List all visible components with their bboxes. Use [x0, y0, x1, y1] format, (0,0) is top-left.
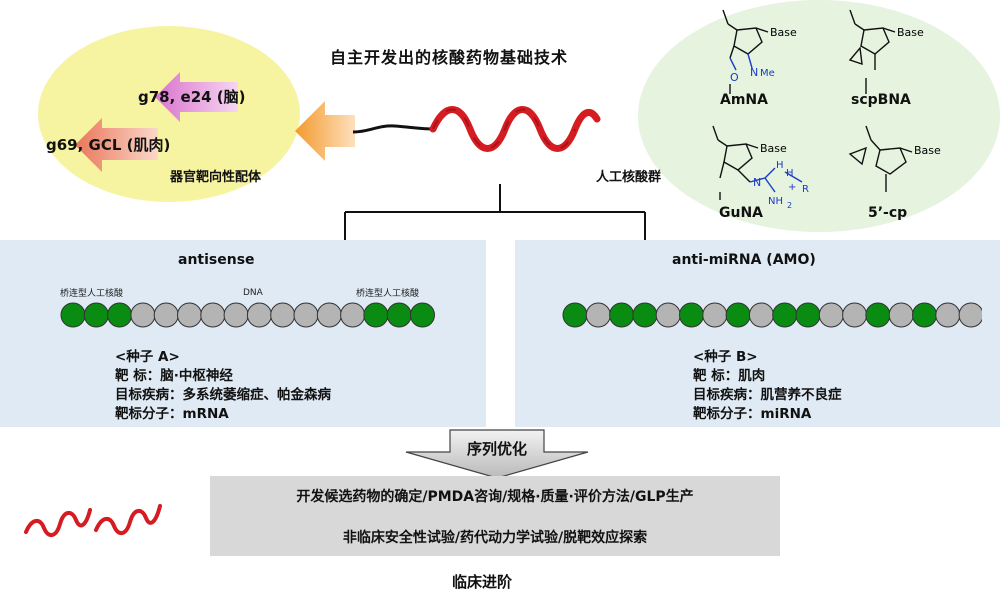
amna-oxygen: O	[730, 71, 739, 84]
five-cp-structure	[848, 125, 913, 192]
guna-r-group: R	[802, 184, 809, 195]
antisense-bridged-bead	[363, 302, 389, 328]
orange-ligand-arrow	[295, 101, 355, 161]
amo-dna-bead	[585, 302, 611, 328]
antisense-dna-bead	[316, 302, 342, 328]
dna-label: DNA	[243, 288, 263, 298]
small-helix-1	[24, 508, 92, 537]
antisense-bridged-bead	[107, 302, 133, 328]
antisense-dna-bead	[200, 302, 226, 328]
small-helix-2	[94, 504, 162, 535]
amo-bridged-bead	[679, 302, 704, 328]
five-cp-name: 5’-cp	[868, 205, 908, 221]
bridged-label-left: 桥连型人工核酸	[60, 289, 124, 299]
anti-mirna-bead-chain	[562, 302, 982, 328]
amo-dna-bead	[655, 302, 681, 328]
amo-dna-bead	[702, 302, 728, 328]
amo-bridged-bead	[772, 302, 798, 328]
amo-bridged-bead	[725, 302, 751, 328]
anti-mirna-title: anti-miRNA (AMO)	[672, 252, 816, 268]
optimization-label: 序列优化	[466, 440, 527, 458]
amna-base-label: Base	[770, 26, 797, 39]
antisense-panel	[0, 240, 486, 427]
guna-nh2-subscript: 2	[787, 201, 792, 210]
amo-bridged-bead	[609, 302, 635, 328]
antisense-title: antisense	[178, 252, 255, 268]
seed-b-molecule: 靶标分子：miRNA	[693, 406, 812, 422]
main-title: 自主开发出的核酸药物基础技术	[330, 48, 569, 67]
optimization-arrow	[405, 429, 589, 479]
antisense-bridged-bead	[83, 302, 109, 328]
ligand-ellipse	[38, 26, 300, 202]
guna-structure	[712, 125, 803, 200]
amo-dna-bead	[818, 302, 844, 328]
clinical-label: 临床进阶	[452, 573, 513, 591]
scpbna-structure	[848, 9, 896, 94]
antisense-dna-bead	[293, 302, 319, 328]
amna-nitrogen: N	[750, 66, 758, 79]
antisense-dna-bead	[177, 302, 202, 328]
seed-a-target: 靶 标：脑·中枢神经	[115, 368, 233, 384]
scpbna-name: scpBNA	[851, 92, 911, 108]
small-helices	[24, 504, 162, 537]
antisense-dna-bead	[130, 302, 156, 328]
seed-a-molecule: 靶标分子：mRNA	[115, 406, 229, 422]
antisense-bead-chain	[60, 302, 435, 328]
development-box	[210, 476, 780, 556]
antisense-dna-bead	[246, 302, 272, 328]
muscle-ligand-arrow	[75, 118, 158, 172]
scpbna-base-label: Base	[897, 26, 924, 39]
amo-dna-bead	[958, 302, 982, 328]
amo-dna-bead	[842, 302, 868, 328]
seed-b-disease: 目标疾病：肌营养不良症	[693, 387, 842, 403]
guna-h1: H	[776, 160, 784, 171]
antisense-dna-bead	[270, 302, 296, 328]
guna-name: GuNA	[719, 205, 764, 221]
brain-ligand-arrow	[155, 72, 238, 122]
amo-bridged-bead	[632, 302, 658, 328]
artificial-nucleic-structures: Base N Me O Base Base N H H R NH 2 + Bas…	[712, 9, 941, 210]
antisense-bridged-bead	[60, 302, 86, 328]
amo-bridged-bead	[562, 302, 588, 328]
nucleic-caption: 人工核酸群	[596, 170, 662, 185]
helix-strand	[429, 106, 601, 152]
amo-dna-bead	[935, 302, 961, 328]
amo-bridged-bead	[865, 302, 891, 328]
anti-mirna-panel	[515, 240, 1000, 427]
dev-line-1: 开发候选药物的确定/PMDA咨询/规格·质量·评价方法/GLP生产	[296, 489, 694, 505]
amo-bridged-bead	[912, 302, 937, 328]
seed-a-disease: 目标疾病：多系统萎缩症、帕金森病	[115, 387, 331, 403]
amna-structure	[722, 9, 769, 94]
antisense-bridged-bead	[410, 302, 435, 328]
helix-construct	[295, 101, 601, 161]
seed-a-label: <种子 A>	[115, 349, 180, 365]
five-cp-base-label: Base	[914, 144, 941, 157]
muscle-ligand-label: g69, GCL (肌肉)	[46, 136, 171, 154]
nucleic-acid-ellipse	[638, 0, 1000, 232]
antisense-dna-bead	[340, 302, 366, 328]
seed-b-target: 靶 标：肌肉	[693, 368, 766, 384]
amna-name: AmNA	[720, 92, 768, 108]
amo-dna-bead	[888, 302, 914, 328]
antisense-dna-bead	[223, 302, 249, 328]
guna-base-label: Base	[760, 142, 787, 155]
ligand-arrows	[75, 72, 238, 172]
bridged-label-right: 桥连型人工核酸	[356, 289, 420, 299]
dev-line-2: 非临床安全性试验/药代动力学试验/脱靶效应探索	[342, 530, 648, 546]
ligand-caption: 器官靶向性配体	[170, 170, 262, 185]
guna-nh2: NH	[768, 196, 783, 207]
brain-ligand-label: g78, e24 (脑)	[138, 88, 246, 106]
antisense-bridged-bead	[386, 302, 412, 328]
amna-methyl-label: Me	[760, 68, 775, 79]
antisense-dna-bead	[153, 302, 179, 328]
guna-plus: +	[788, 182, 796, 193]
amo-bridged-bead	[795, 302, 821, 328]
seed-b-label: <种子 B>	[693, 349, 758, 365]
anti-mirna-seed: <种子 B> 靶 标：肌肉 目标疾病：肌营养不良症 靶标分子：miRNA	[693, 348, 842, 424]
linker-line	[352, 124, 434, 134]
guna-nitrogen: N	[753, 176, 761, 189]
amo-dna-bead	[748, 302, 774, 328]
guna-h2: H	[786, 168, 794, 179]
antisense-seed: <种子 A> 靶 标：脑·中枢神经 目标疾病：多系统萎缩症、帕金森病 靶标分子：…	[115, 348, 331, 424]
